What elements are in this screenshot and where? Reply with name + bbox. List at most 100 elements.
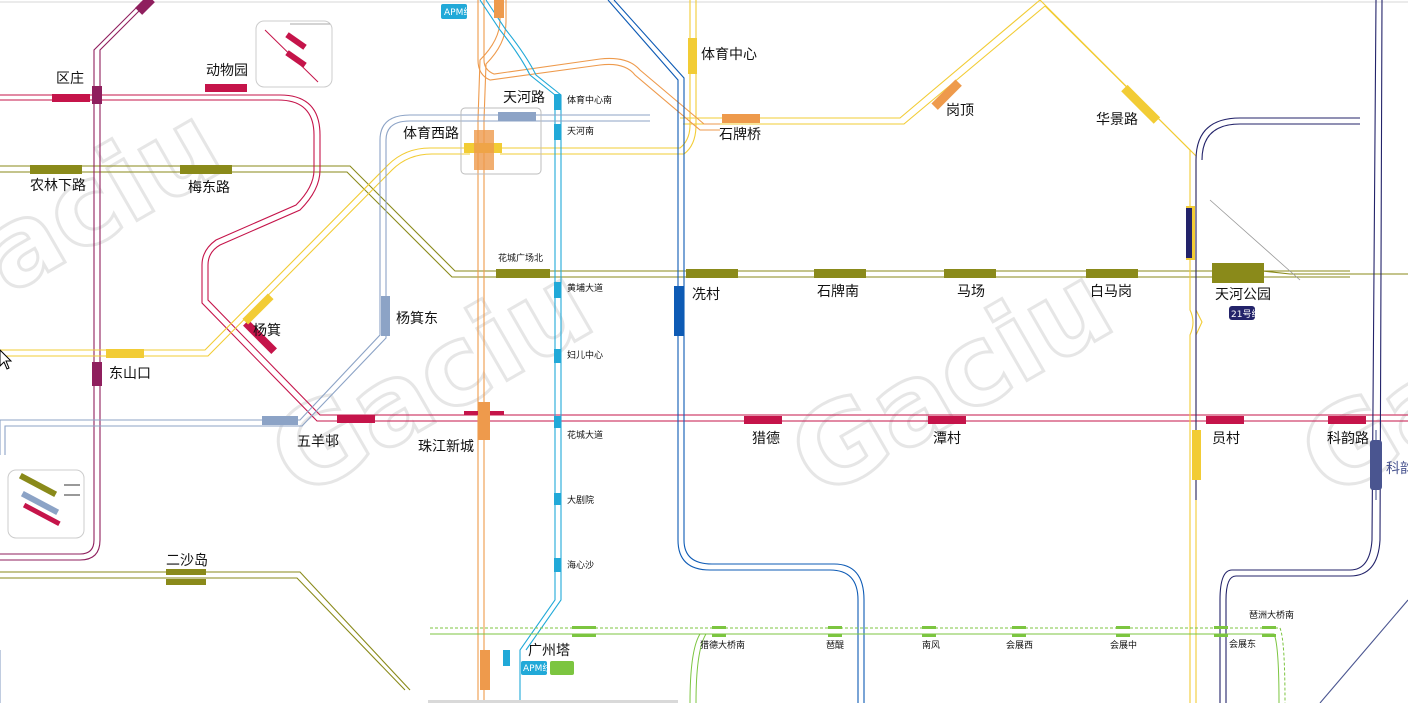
station-label-yangji[interactable]: 杨箕 <box>253 322 281 339</box>
station-marker <box>712 626 726 629</box>
watermark-text: Gaciu <box>769 239 1132 523</box>
station-marker <box>554 558 561 572</box>
station-label-huachengdadao[interactable]: 花城大道 <box>567 429 603 441</box>
station-marker <box>205 84 247 92</box>
station-label-shipainan[interactable]: 石牌南 <box>817 283 859 300</box>
station-marker <box>1086 269 1138 278</box>
watermark-text: Gaciu <box>249 239 612 523</box>
station-label-keyun-cut[interactable]: 科韵 <box>1386 461 1408 477</box>
station-label-ouzhuang[interactable]: 区庄 <box>56 70 84 87</box>
station-label-tiyuxilu[interactable]: 体育西路 <box>403 126 459 142</box>
station-marker <box>1212 263 1264 283</box>
station-marker <box>674 286 684 336</box>
station-marker <box>944 269 996 278</box>
station-label-machang[interactable]: 马场 <box>957 284 985 300</box>
station-label-dajuyuan[interactable]: 大剧院 <box>567 494 594 506</box>
tiyuxilu-box <box>460 107 542 175</box>
watermark-text: Gaciu <box>0 79 242 363</box>
station-label-liede[interactable]: 猎德 <box>752 431 780 447</box>
station-marker <box>106 349 144 358</box>
station-label-wuyangcun[interactable]: 五羊邨 <box>297 434 339 450</box>
line-2-route <box>607 0 865 703</box>
station-label-tianhelu[interactable]: 天河路 <box>503 90 545 106</box>
station-label-dongshankou[interactable]: 东山口 <box>109 366 151 382</box>
station-label-huachengguangchangbei[interactable]: 花城广场北 <box>498 252 543 264</box>
station-marker <box>1262 634 1276 637</box>
station-label-nanfeng[interactable]: 南风 <box>922 639 940 651</box>
station-label-ershadao[interactable]: 二沙岛 <box>166 553 208 569</box>
station-label-pazhou[interactable]: 琶醍 <box>826 640 844 651</box>
line-21-route <box>1195 0 1383 703</box>
station-marker <box>337 415 375 423</box>
station-label-huizhandong[interactable]: 会展东 <box>1229 638 1256 650</box>
station-marker <box>474 130 494 170</box>
station-label-tianhegongyuan[interactable]: 天河公园 <box>1215 287 1271 303</box>
station-marker <box>554 282 561 298</box>
station-marker <box>828 634 842 637</box>
station-label-liedeqiaonan[interactable]: 猎德大桥南 <box>700 639 745 651</box>
station-label-tiyuzhongxinnan[interactable]: 体育中心南 <box>567 94 612 106</box>
line-6-route <box>0 0 151 561</box>
station-label-huajinglu[interactable]: 华景路 <box>1096 112 1138 128</box>
station-markers <box>30 0 1382 690</box>
station-label-tianhenan[interactable]: 天河南 <box>567 125 594 137</box>
station-marker <box>92 362 102 386</box>
horizontal-scrollbar[interactable] <box>428 700 678 703</box>
station-label-haixinsha[interactable]: 海心沙 <box>567 559 594 571</box>
station-marker <box>572 626 596 629</box>
station-marker <box>243 320 277 354</box>
station-marker <box>166 579 206 585</box>
station-marker <box>688 38 697 74</box>
station-marker <box>166 569 206 575</box>
station-marker <box>722 114 760 123</box>
station-marker <box>922 634 936 637</box>
station-label-huangpudadao[interactable]: 黄埔大道 <box>567 282 603 294</box>
station-labels: 区庄 动物园 体育中心 天河路 体育中心南 天河南 体育西路 石牌桥 岗顶 华景… <box>30 47 1408 659</box>
station-label-yuancun[interactable]: 员村 <box>1212 431 1240 447</box>
station-marker <box>262 416 298 425</box>
station-marker <box>494 0 504 18</box>
station-marker <box>1328 416 1366 424</box>
station-marker <box>242 293 274 325</box>
station-marker <box>744 416 782 424</box>
station-marker <box>922 626 936 629</box>
station-label-guangzhouta[interactable]: 广州塔 <box>528 643 570 659</box>
station-marker <box>686 269 738 278</box>
station-marker <box>814 269 866 278</box>
station-label-fuerzhongxin[interactable]: 妇儿中心 <box>567 349 603 361</box>
station-label-zhujiangxincheng[interactable]: 珠江新城 <box>418 439 474 455</box>
line-13-route <box>0 114 650 703</box>
station-marker <box>503 650 510 666</box>
station-marker <box>828 626 842 629</box>
station-label-tancun[interactable]: 潭村 <box>933 430 961 447</box>
station-marker <box>1116 626 1130 629</box>
apm-badge-text: APM线 <box>523 662 551 674</box>
mouse-cursor-icon <box>0 349 13 370</box>
station-label-huizhanzhong[interactable]: 会展中 <box>1110 639 1137 651</box>
station-marker <box>1012 634 1026 637</box>
watermark-text: Gaciu <box>1279 239 1408 523</box>
station-label-huizhanxi[interactable]: 会展西 <box>1006 639 1033 651</box>
station-label-meidonglu[interactable]: 梅东路 <box>188 180 230 196</box>
station-marker <box>554 94 561 110</box>
station-label-nonglinxialu[interactable]: 农林下路 <box>30 178 86 194</box>
station-marker <box>554 124 561 140</box>
station-marker <box>135 0 155 15</box>
apm-badge-top[interactable]: APM线 <box>441 4 472 19</box>
station-label-yangjidong[interactable]: 杨箕东 <box>396 310 438 327</box>
station-label-dongwuyuan[interactable]: 动物园 <box>206 63 248 79</box>
station-label-pazhoudaqiaonan[interactable]: 琶洲大桥南 <box>1249 609 1294 621</box>
station-marker <box>1192 430 1201 480</box>
station-label-tiyuzhongxin[interactable]: 体育中心 <box>701 47 757 63</box>
station-label-baimagang[interactable]: 白马岗 <box>1090 284 1132 300</box>
station-marker <box>1121 84 1161 124</box>
station-marker <box>554 416 561 428</box>
station-label-shipaiqiao[interactable]: 石牌桥 <box>719 126 761 143</box>
station-label-gangding[interactable]: 岗顶 <box>946 103 974 119</box>
station-marker <box>478 402 490 440</box>
apm-badge-bottom[interactable]: APM线 <box>521 661 574 675</box>
station-label-keyunlu[interactable]: 科韵路 <box>1327 431 1369 447</box>
line21-badge[interactable]: 21号线 <box>1229 306 1260 320</box>
station-label-xiancun[interactable]: 冼村 <box>692 287 720 303</box>
